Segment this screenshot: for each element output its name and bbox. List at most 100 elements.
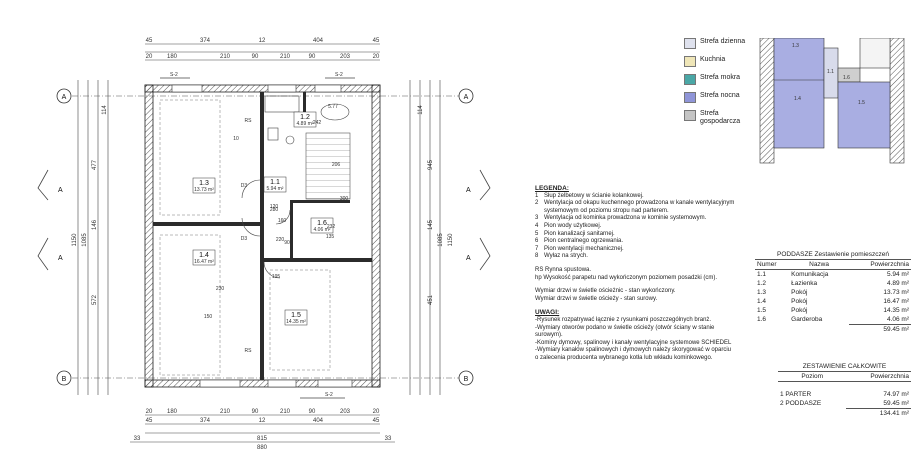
legend-hp: hp Wysokość parapetu nad wykończonym poz… <box>535 274 718 281</box>
legend-door-finished: Wymiar drzwi w świetle ościeżnic - stan … <box>535 288 676 295</box>
plan-annotation: 5.77 <box>328 104 338 110</box>
total-area-table: ZESTAWIENIE CAŁKOWITE Poziom Powierzchni… <box>778 362 911 418</box>
dimension-label: 90 <box>309 409 316 415</box>
zone-legend-item: Strefa mokra <box>684 74 752 85</box>
plan-annotation: 150 <box>204 314 213 320</box>
overall-width-dimension: 880 <box>257 445 268 450</box>
room-number: 1.3 <box>199 180 209 187</box>
column-header: Nazwa <box>789 260 849 270</box>
dimension-label: 20 <box>146 54 153 60</box>
axis-lines <box>72 95 460 379</box>
legend-rs: RS Rynna spustowa. <box>535 266 592 273</box>
note-item: -Wymiary otworów podano w świetle oścież… <box>535 324 715 339</box>
note-item: -Kominy dymowy, spalinowy i kanały wenty… <box>535 339 732 346</box>
zone-legend-item: Strefa dzienna <box>684 38 752 49</box>
section-label-left-top: A <box>58 187 63 194</box>
room-tag <box>192 249 216 266</box>
room-area: 5.94 m² <box>267 186 284 192</box>
dimension-label: 203 <box>340 409 351 415</box>
dimension-label: 210 <box>220 54 231 60</box>
notes-title: UWAGI: <box>535 309 560 317</box>
svg-text:B: B <box>62 376 67 383</box>
zone-swatch-day <box>684 38 696 49</box>
dimension-label: 374 <box>200 38 211 44</box>
dimension-label: 45 <box>373 418 380 424</box>
column-header: Poziom <box>778 372 847 382</box>
section-marker-left <box>37 169 49 271</box>
room-number: 1.6 <box>317 220 327 227</box>
plan-annotation: 10 <box>233 136 239 142</box>
room-tag <box>263 176 287 193</box>
left-dimension-label: 1150 <box>72 233 78 247</box>
room-tag <box>293 111 317 128</box>
dimension-label: 374 <box>200 418 211 424</box>
doors <box>241 179 291 279</box>
table-total-row: 59.45 m² <box>755 324 911 334</box>
room-tag <box>284 309 308 326</box>
left-dimension-label: 572 <box>92 294 98 305</box>
dimension-label: 33 <box>385 436 392 442</box>
dimension-label: 12 <box>259 38 266 44</box>
dimension-label: 12 <box>259 418 266 424</box>
room-area: 13.73 m² <box>194 187 214 193</box>
plan-annotation: D3 <box>241 236 248 242</box>
right-dimension-label: 1085 <box>438 233 444 247</box>
plan-annotation: RS <box>245 348 253 354</box>
dimension-label: 45 <box>146 418 153 424</box>
plan-annotation: 230 <box>216 286 225 292</box>
dimension-label: 180 <box>167 54 178 60</box>
bottom-mid-dimension-row: 45 374 12 404 45 <box>146 418 380 424</box>
room-area: 4.06 m² <box>314 227 331 233</box>
plan-annotation: 300 <box>340 196 349 202</box>
svg-text:S-2: S-2 <box>325 392 333 398</box>
svg-text:B: B <box>464 376 469 383</box>
zone-swatch-kitchen <box>684 56 696 67</box>
svg-text:S-2: S-2 <box>170 72 178 78</box>
dimension-label: 203 <box>340 54 351 60</box>
zone-swatch-service <box>684 110 696 121</box>
legend-door-raw: Wymiar drzwi w świetle ościeży - stan su… <box>535 295 658 302</box>
axis-marker-b-right: A <box>458 88 474 104</box>
room-tag <box>310 217 334 234</box>
plan-annotation: 220 <box>276 237 285 243</box>
dimension-label: 210 <box>220 409 231 415</box>
zone-swatch-night <box>684 92 696 103</box>
zone-room-1-3 <box>773 38 825 149</box>
room-area: 4.89 m² <box>297 121 314 127</box>
dimension-label: 90 <box>252 409 259 415</box>
svg-text:A: A <box>62 94 67 101</box>
table-total-row: 134.41 m² <box>778 408 911 418</box>
interior-walls <box>153 92 372 380</box>
room-table-title: PODDASZE Zestawienie pomieszczeń <box>755 250 911 260</box>
right-dimensions <box>409 80 441 395</box>
dimension-label: 210 <box>280 54 291 60</box>
room-schedule-table: PODDASZE Zestawienie pomieszczeń Numer N… <box>755 250 911 334</box>
dimension-label: 404 <box>313 38 324 44</box>
dimension-label: 20 <box>373 54 380 60</box>
plan-annotation: 90 <box>284 240 290 246</box>
dimension-label: 180 <box>167 409 178 415</box>
note-item: -Wymiary kanałów spalinowych i dymowych … <box>535 347 732 361</box>
dimension-label: 404 <box>313 418 324 424</box>
plan-annotation: D3 <box>241 183 248 189</box>
zone-swatch-wet <box>684 74 696 85</box>
plan-annotation: 135 <box>326 234 335 240</box>
column-header: Numer <box>755 260 790 270</box>
dimension-label: 45 <box>146 38 153 44</box>
